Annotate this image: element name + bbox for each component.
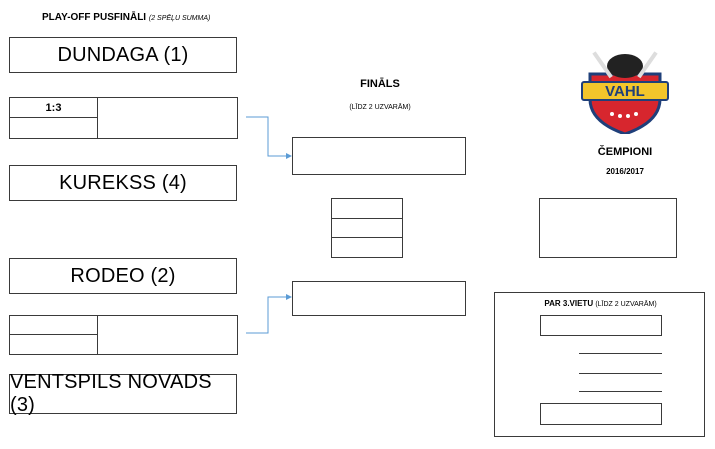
final-score-cell-2 bbox=[331, 218, 403, 238]
score-cell-result bbox=[97, 97, 238, 139]
third-place-title: PAR 3.VIETU bbox=[544, 299, 594, 308]
puck-shape bbox=[607, 54, 643, 78]
third-place-heading: PAR 3.VIETU (LĪDZ 2 UZVARĀM) bbox=[495, 299, 706, 308]
final-team-slot-top bbox=[292, 137, 466, 175]
champions-season: 2016/2017 bbox=[606, 167, 644, 176]
semifinals-title-text: PLAY-OFF PUSFINĀLI bbox=[42, 12, 147, 23]
semifinals-title: PLAY-OFF PUSFINĀLI (2 SPĒĻU SUMMA) bbox=[42, 12, 262, 23]
team-name: VENTSPILS NOVADS (3) bbox=[10, 371, 212, 416]
team-name: RODEO (2) bbox=[70, 264, 176, 287]
series-1-score: 1:3 bbox=[45, 101, 62, 114]
final-subtitle: (LĪDZ 2 UZVARĀM) bbox=[349, 104, 411, 111]
logo-text: VAHL bbox=[605, 83, 645, 100]
score-cell-bottom-left bbox=[9, 117, 98, 139]
score-cell-result bbox=[97, 315, 238, 355]
champions-title: ČEMPIONI bbox=[597, 146, 653, 158]
connector-upper bbox=[246, 116, 288, 157]
third-place-team-slot-top bbox=[540, 315, 662, 336]
third-place-score-line-2 bbox=[579, 373, 662, 374]
final-score-grid bbox=[331, 198, 403, 258]
third-place-team-slot-bottom bbox=[540, 403, 662, 425]
series-2-score-grid bbox=[9, 315, 238, 355]
final-title: FINĀLS bbox=[360, 78, 400, 90]
third-place-subtitle: (LĪDZ 2 UZVARĀM) bbox=[595, 301, 657, 308]
third-place-panel: PAR 3.VIETU (LĪDZ 2 UZVARĀM) bbox=[494, 292, 705, 437]
team-box-kurekss: KUREKSS (4) bbox=[9, 165, 237, 201]
final-team-slot-bottom bbox=[292, 281, 466, 316]
logo-stars bbox=[610, 112, 638, 118]
final-score-cell-3 bbox=[331, 237, 403, 258]
stick-right bbox=[637, 51, 658, 79]
stick-left bbox=[592, 51, 613, 79]
score-cell-bottom-left bbox=[9, 334, 98, 355]
champion-slot bbox=[539, 198, 677, 258]
vahl-logo: VAHL bbox=[581, 51, 669, 134]
score-cell-top-left: 1:3 bbox=[9, 97, 98, 118]
score-cell-top-left bbox=[9, 315, 98, 335]
third-place-score-line-1 bbox=[579, 353, 662, 354]
logo-banner bbox=[581, 81, 669, 101]
connector-lower bbox=[246, 296, 288, 334]
series-1-score-grid: 1:3 bbox=[9, 97, 238, 139]
team-box-ventspils-novads: VENTSPILS NOVADS (3) bbox=[9, 371, 237, 416]
team-box-dundaga: DUNDAGA (1) bbox=[9, 37, 237, 73]
team-box-rodeo: RODEO (2) bbox=[9, 258, 237, 294]
third-place-score-line-3 bbox=[579, 391, 662, 392]
semifinals-subtitle: (2 SPĒĻU SUMMA) bbox=[148, 15, 211, 22]
final-score-cell-1 bbox=[331, 198, 403, 219]
team-name: DUNDAGA (1) bbox=[57, 43, 189, 66]
team-name: KUREKSS (4) bbox=[59, 171, 187, 194]
